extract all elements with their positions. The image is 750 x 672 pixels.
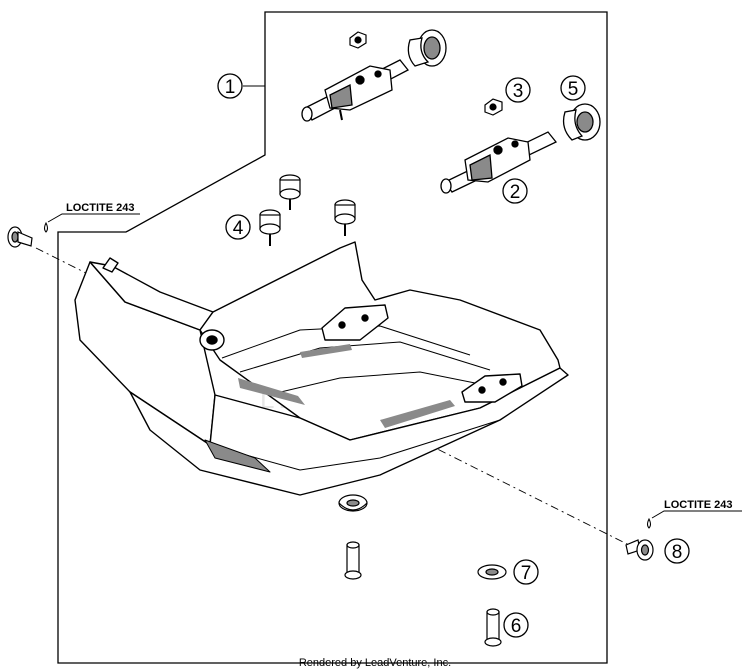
loctite-label-right: LOCTITE 243	[664, 499, 732, 511]
callout-4: 4	[225, 214, 251, 240]
loctite-drop-left	[44, 221, 48, 233]
tray-rib-3	[267, 371, 501, 396]
callout-1-circle	[217, 73, 243, 99]
callout-2-label: 2	[510, 182, 521, 203]
callout-7-circle	[513, 559, 539, 585]
buffer-b	[259, 209, 281, 246]
mount-pad-hole-b	[361, 314, 369, 322]
loctite-label-left: LOCTITE 243	[66, 202, 134, 214]
tray-shade-mid	[300, 344, 352, 358]
callout-2: 2	[502, 178, 528, 204]
mount-pad-right-hole-b	[499, 378, 507, 386]
callout-6-label: 6	[511, 616, 522, 637]
tray-shade-right	[380, 400, 455, 428]
callout-3-label: 3	[513, 81, 524, 102]
loctite-leader-right	[651, 510, 742, 519]
bracket-assembly-1	[301, 59, 410, 122]
callout-5-label: 5	[568, 79, 579, 100]
mount-pad-right-hole-a	[478, 386, 486, 394]
bolt-left	[7, 226, 33, 248]
callout-8-circle	[664, 538, 690, 564]
callout-7: 7	[513, 559, 539, 585]
pin-6	[484, 608, 502, 647]
nut-top	[349, 31, 367, 49]
mount-pad-hole-a	[338, 321, 346, 329]
callout-6: 6	[503, 612, 529, 638]
underside-vent	[204, 439, 271, 473]
callout-4-label: 4	[233, 218, 244, 239]
mount-boss-left-hole	[206, 335, 218, 345]
footer-credit: Rendered by LeadVenture, Inc.	[299, 657, 451, 669]
callout-4-circle	[225, 214, 251, 240]
loctite-leader-left	[47, 213, 140, 223]
bushing-top	[407, 29, 447, 67]
nut-3	[484, 98, 503, 116]
callout-1-label: 1	[225, 77, 236, 98]
skid-plate	[74, 241, 569, 496]
callout-3-circle	[505, 77, 531, 103]
buffer-c	[334, 199, 356, 236]
pin-center	[344, 541, 362, 580]
washer-center	[338, 494, 368, 512]
rubber-buffers-4	[259, 174, 356, 246]
bolt-8	[625, 539, 654, 561]
mount-pad-right	[461, 373, 523, 403]
callout-2-circle	[502, 178, 528, 204]
assembly-frame	[57, 11, 608, 664]
loctite-drop-right	[647, 517, 651, 529]
callout-1: 1	[217, 73, 243, 99]
buffer-a	[279, 174, 301, 210]
callout-3: 3	[505, 77, 531, 103]
mount-pad-center	[321, 304, 389, 341]
skid-plate-tab	[102, 257, 119, 273]
bracket-1-block-shade	[329, 83, 353, 109]
tray-shade-left	[238, 378, 305, 405]
callout-6-circle	[503, 612, 529, 638]
callout-5: 5	[560, 75, 586, 101]
bracket-2	[440, 131, 558, 194]
callout-8: 8	[664, 538, 690, 564]
washer-7	[477, 564, 507, 580]
bushing-5	[562, 103, 601, 141]
callout-7-label: 7	[521, 563, 532, 584]
callout-5-circle	[560, 75, 586, 101]
tray-rib-2	[239, 341, 491, 373]
callout-8-label: 8	[672, 542, 683, 563]
